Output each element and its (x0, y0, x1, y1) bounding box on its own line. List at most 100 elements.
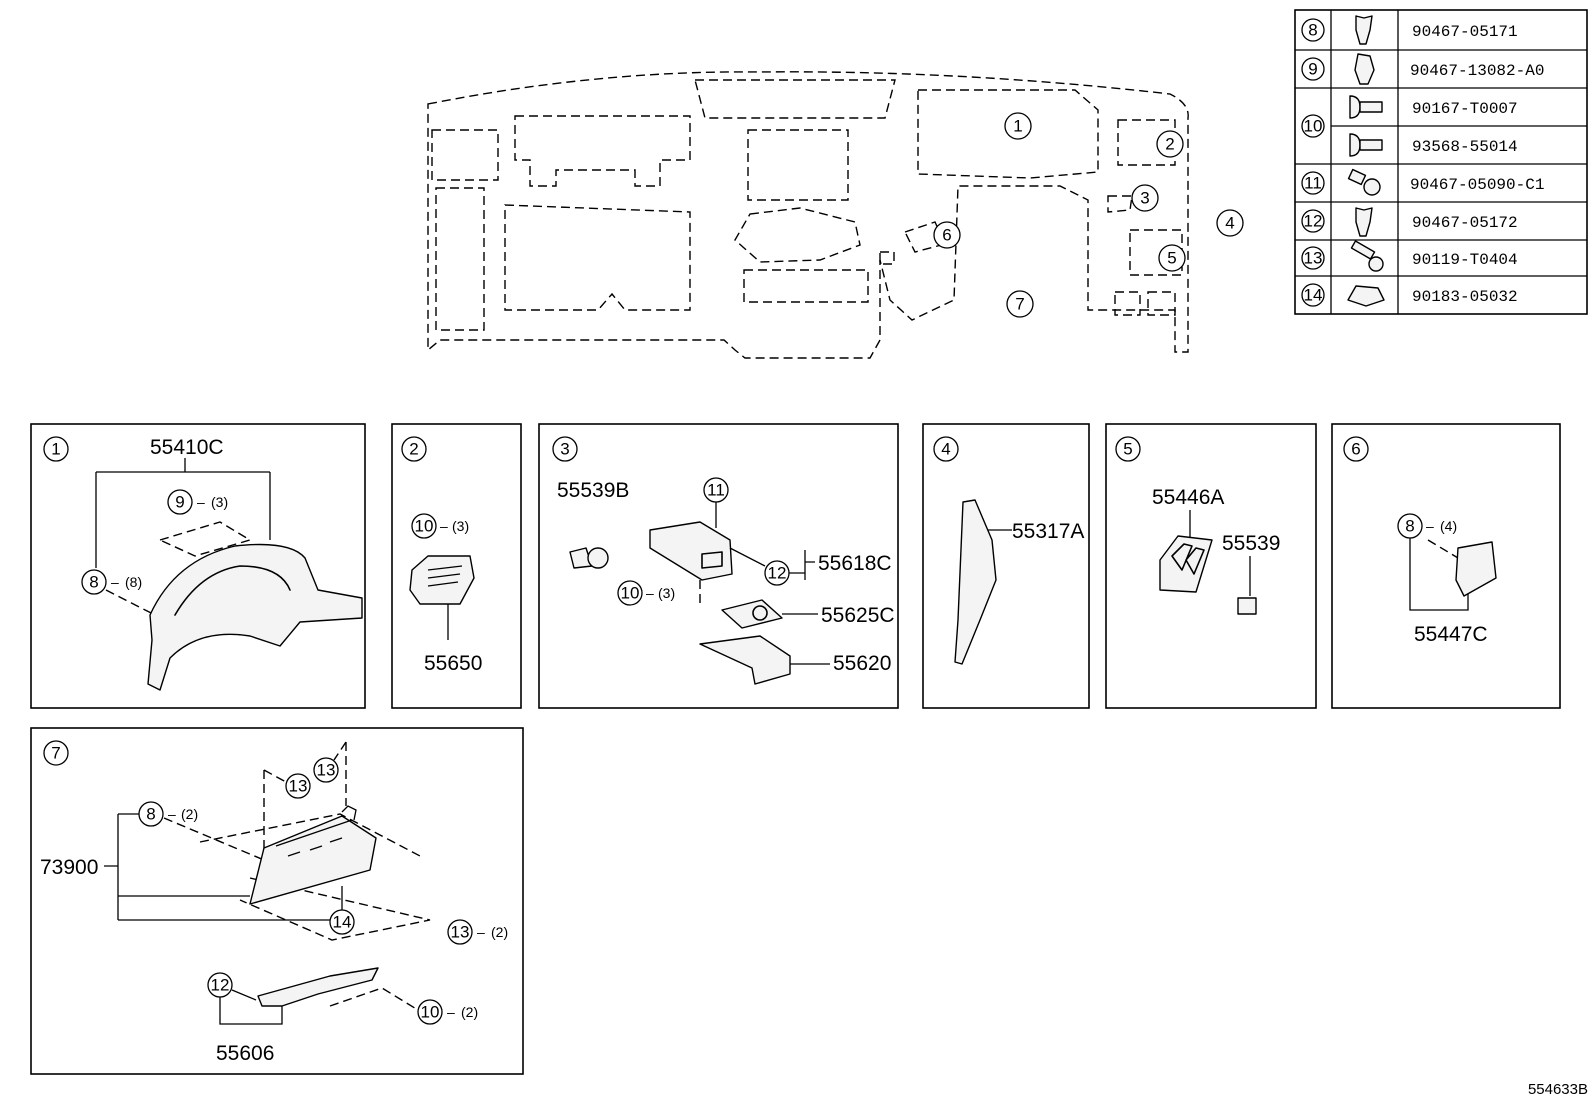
svg-text:14: 14 (1304, 286, 1323, 305)
overview-callout-4: 4 (1216, 209, 1244, 237)
svg-text:10: 10 (1304, 117, 1323, 136)
knob-part (569, 547, 609, 569)
svg-text:55446A: 55446A (1152, 486, 1224, 509)
svg-text:8: 8 (146, 805, 155, 824)
svg-text:–: – (447, 1004, 455, 1020)
side-panel-part (954, 499, 997, 665)
svg-text:5: 5 (1123, 440, 1132, 459)
diagram-code: 554633B (1528, 1081, 1588, 1098)
svg-text:8: 8 (89, 573, 98, 592)
svg-text:3: 3 (560, 440, 569, 459)
overview-callout-5: 5 (1158, 244, 1186, 272)
overview-callout-7: 7 (1006, 290, 1034, 318)
svg-text:55539: 55539 (1222, 532, 1280, 555)
table-row-13: 13 90119-T0404 (1301, 240, 1518, 272)
svg-text:55620: 55620 (833, 652, 891, 675)
svg-text:–: – (646, 585, 654, 601)
table-row-8: 8 90467-05171 (1301, 15, 1518, 45)
fastener-table: 8 90467-05171 9 90467-13082-A0 10 90167-… (1294, 9, 1588, 315)
svg-text:93568-55014: 93568-55014 (1412, 138, 1518, 156)
bolt-icon (1350, 240, 1384, 272)
cup-holder-ring-part (721, 599, 783, 629)
svg-text:90467-13082-A0: 90467-13082-A0 (1410, 62, 1544, 80)
table-row-12: 12 90467-05172 (1301, 207, 1518, 237)
svg-text:55618C: 55618C (818, 552, 892, 575)
svg-text:55447C: 55447C (1414, 623, 1488, 646)
svg-text:(2): (2) (181, 806, 198, 822)
svg-text:90183-05032: 90183-05032 (1412, 288, 1518, 306)
panel-3: 3 55539B 11 12 55618C 10 –(3) 55625C 556… (538, 423, 899, 709)
svg-text:7: 7 (1015, 295, 1024, 314)
cover-part (1455, 541, 1497, 597)
svg-text:–: – (440, 518, 448, 534)
svg-text:90467-05172: 90467-05172 (1412, 214, 1518, 232)
svg-text:(3): (3) (658, 585, 675, 601)
switch-plug-part (1237, 597, 1257, 615)
svg-text:55317A: 55317A (1012, 520, 1084, 543)
svg-text:10: 10 (621, 584, 640, 603)
svg-text:(3): (3) (452, 518, 469, 534)
table-row-9: 9 90467-13082-A0 (1301, 53, 1544, 85)
overview-callout-6: 6 (933, 221, 961, 249)
svg-text:12: 12 (768, 564, 787, 583)
svg-text:2: 2 (1165, 135, 1174, 154)
svg-text:1: 1 (51, 440, 60, 459)
svg-text:–: – (111, 574, 119, 590)
cup-holder-frame-part (649, 521, 733, 581)
svg-text:90167-T0007: 90167-T0007 (1412, 100, 1518, 118)
nut-icon (1347, 285, 1385, 307)
svg-text:55625C: 55625C (821, 604, 895, 627)
panel-7: 7 13 13 8 –(2) 73900 14 13 –(2) 12 10 –(… (30, 727, 524, 1075)
svg-text:7: 7 (51, 744, 60, 763)
svg-text:14: 14 (333, 913, 352, 932)
svg-text:55650: 55650 (424, 652, 482, 675)
svg-text:12: 12 (211, 976, 230, 995)
switch-base-part (1159, 535, 1213, 593)
svg-text:6: 6 (942, 226, 951, 245)
panel-4: 4 55317A (922, 423, 1090, 709)
svg-text:5: 5 (1167, 249, 1176, 268)
svg-text:8: 8 (1308, 21, 1317, 40)
table-row-11: 11 90467-05090-C1 (1301, 168, 1544, 196)
svg-text:(2): (2) (491, 924, 508, 940)
overview-callout-1: 1 (1004, 112, 1032, 140)
svg-text:90467-05171: 90467-05171 (1412, 23, 1518, 41)
panel-2: 2 10 –(3) 55650 (391, 423, 522, 709)
svg-text:(2): (2) (461, 1004, 478, 1020)
svg-text:12: 12 (1304, 212, 1323, 231)
svg-text:55606: 55606 (216, 1042, 274, 1065)
overview-callout-3: 3 (1131, 184, 1159, 212)
svg-text:4: 4 (1225, 214, 1234, 233)
screw-icon (1349, 133, 1383, 157)
svg-text:10: 10 (415, 517, 434, 536)
bracket-part (257, 967, 379, 1007)
table-row-10: 10 90167-T0007 93568-55014 (1301, 95, 1518, 157)
svg-text:(8): (8) (125, 574, 142, 590)
screw-icon (1349, 95, 1383, 119)
svg-text:4: 4 (941, 440, 950, 459)
svg-text:90119-T0404: 90119-T0404 (1412, 251, 1518, 269)
svg-text:13: 13 (1304, 249, 1323, 268)
clip-icon (1355, 15, 1373, 45)
svg-text:73900: 73900 (40, 856, 98, 879)
svg-text:(4): (4) (1440, 518, 1457, 534)
svg-text:13: 13 (451, 923, 470, 942)
rivet-icon (1347, 168, 1381, 196)
vent-register-part (409, 555, 475, 605)
svg-text:11: 11 (1304, 174, 1322, 193)
meter-hood-part (147, 543, 363, 691)
svg-text:1: 1 (1013, 117, 1022, 136)
svg-text:–: – (197, 494, 205, 510)
dashboard-overview (427, 71, 1189, 359)
svg-text:–: – (477, 924, 485, 940)
svg-text:6: 6 (1351, 440, 1360, 459)
svg-text:2: 2 (409, 440, 418, 459)
ashtray-drawer-part (699, 635, 791, 685)
overview-callout-2: 2 (1156, 130, 1184, 158)
svg-text:–: – (1426, 518, 1434, 534)
clip-icon (1355, 207, 1373, 237)
svg-text:8: 8 (1405, 517, 1414, 536)
svg-text:–: – (168, 806, 176, 822)
svg-text:11: 11 (707, 481, 725, 500)
